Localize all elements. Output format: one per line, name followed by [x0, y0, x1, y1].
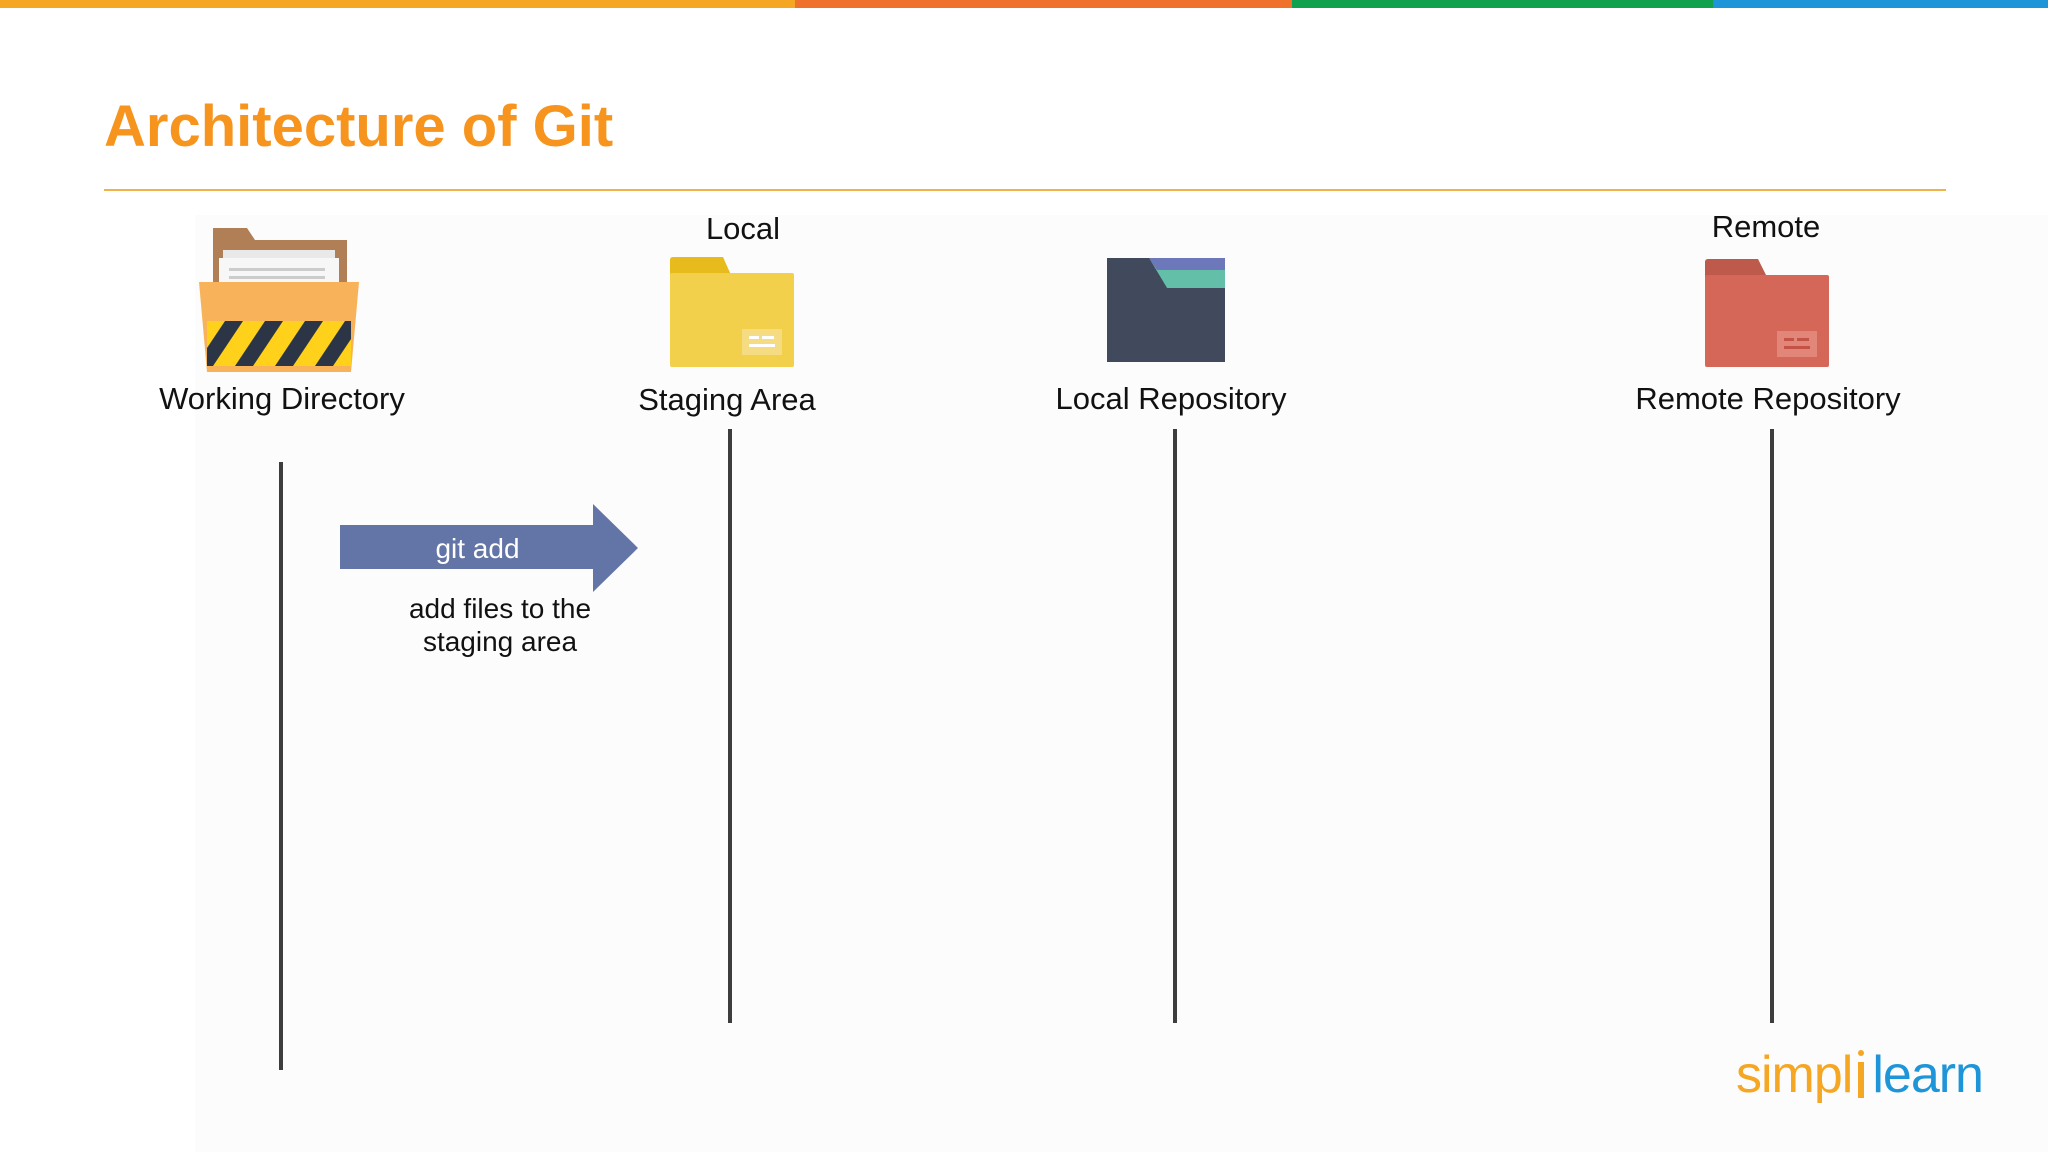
red-folder-icon [1705, 259, 1829, 367]
group-label-remote: Remote [1711, 209, 1821, 244]
stripe-red-orange [795, 0, 1292, 8]
lifeline-remote-repository [1770, 429, 1774, 1023]
title-divider [104, 189, 1946, 191]
node-label-staging-area: Staging Area [638, 382, 816, 417]
lifeline-local-repository [1173, 429, 1177, 1023]
git-add-description: add files to the staging area [408, 593, 592, 657]
brand-stripe [0, 0, 2048, 8]
node-label-local-repository: Local Repository [1055, 381, 1287, 416]
yellow-folder-icon [670, 257, 794, 367]
dark-repository-folder-icon [1107, 258, 1225, 362]
slide-background [195, 215, 2048, 1152]
slide-title: Architecture of Git [104, 94, 614, 159]
group-label-local: Local [705, 211, 781, 246]
lifeline-working-directory [279, 462, 283, 1070]
node-label-working-directory: Working Directory [159, 381, 405, 416]
git-add-command-label: git add [435, 533, 520, 564]
open-folder-icon [199, 228, 359, 372]
logo-part-learn: learn [1872, 1046, 1984, 1104]
stripe-blue [1713, 0, 2048, 8]
stripe-green [1292, 0, 1713, 8]
logo-i-mark [1855, 1044, 1869, 1098]
git-add-arrow [340, 504, 638, 592]
logo-part-simpl: simpl [1736, 1046, 1853, 1104]
node-label-remote-repository: Remote Repository [1635, 381, 1901, 416]
simplilearn-logo: simpl learn [1736, 1040, 1998, 1110]
lifeline-staging-area [728, 429, 732, 1023]
stripe-orange [0, 0, 795, 8]
